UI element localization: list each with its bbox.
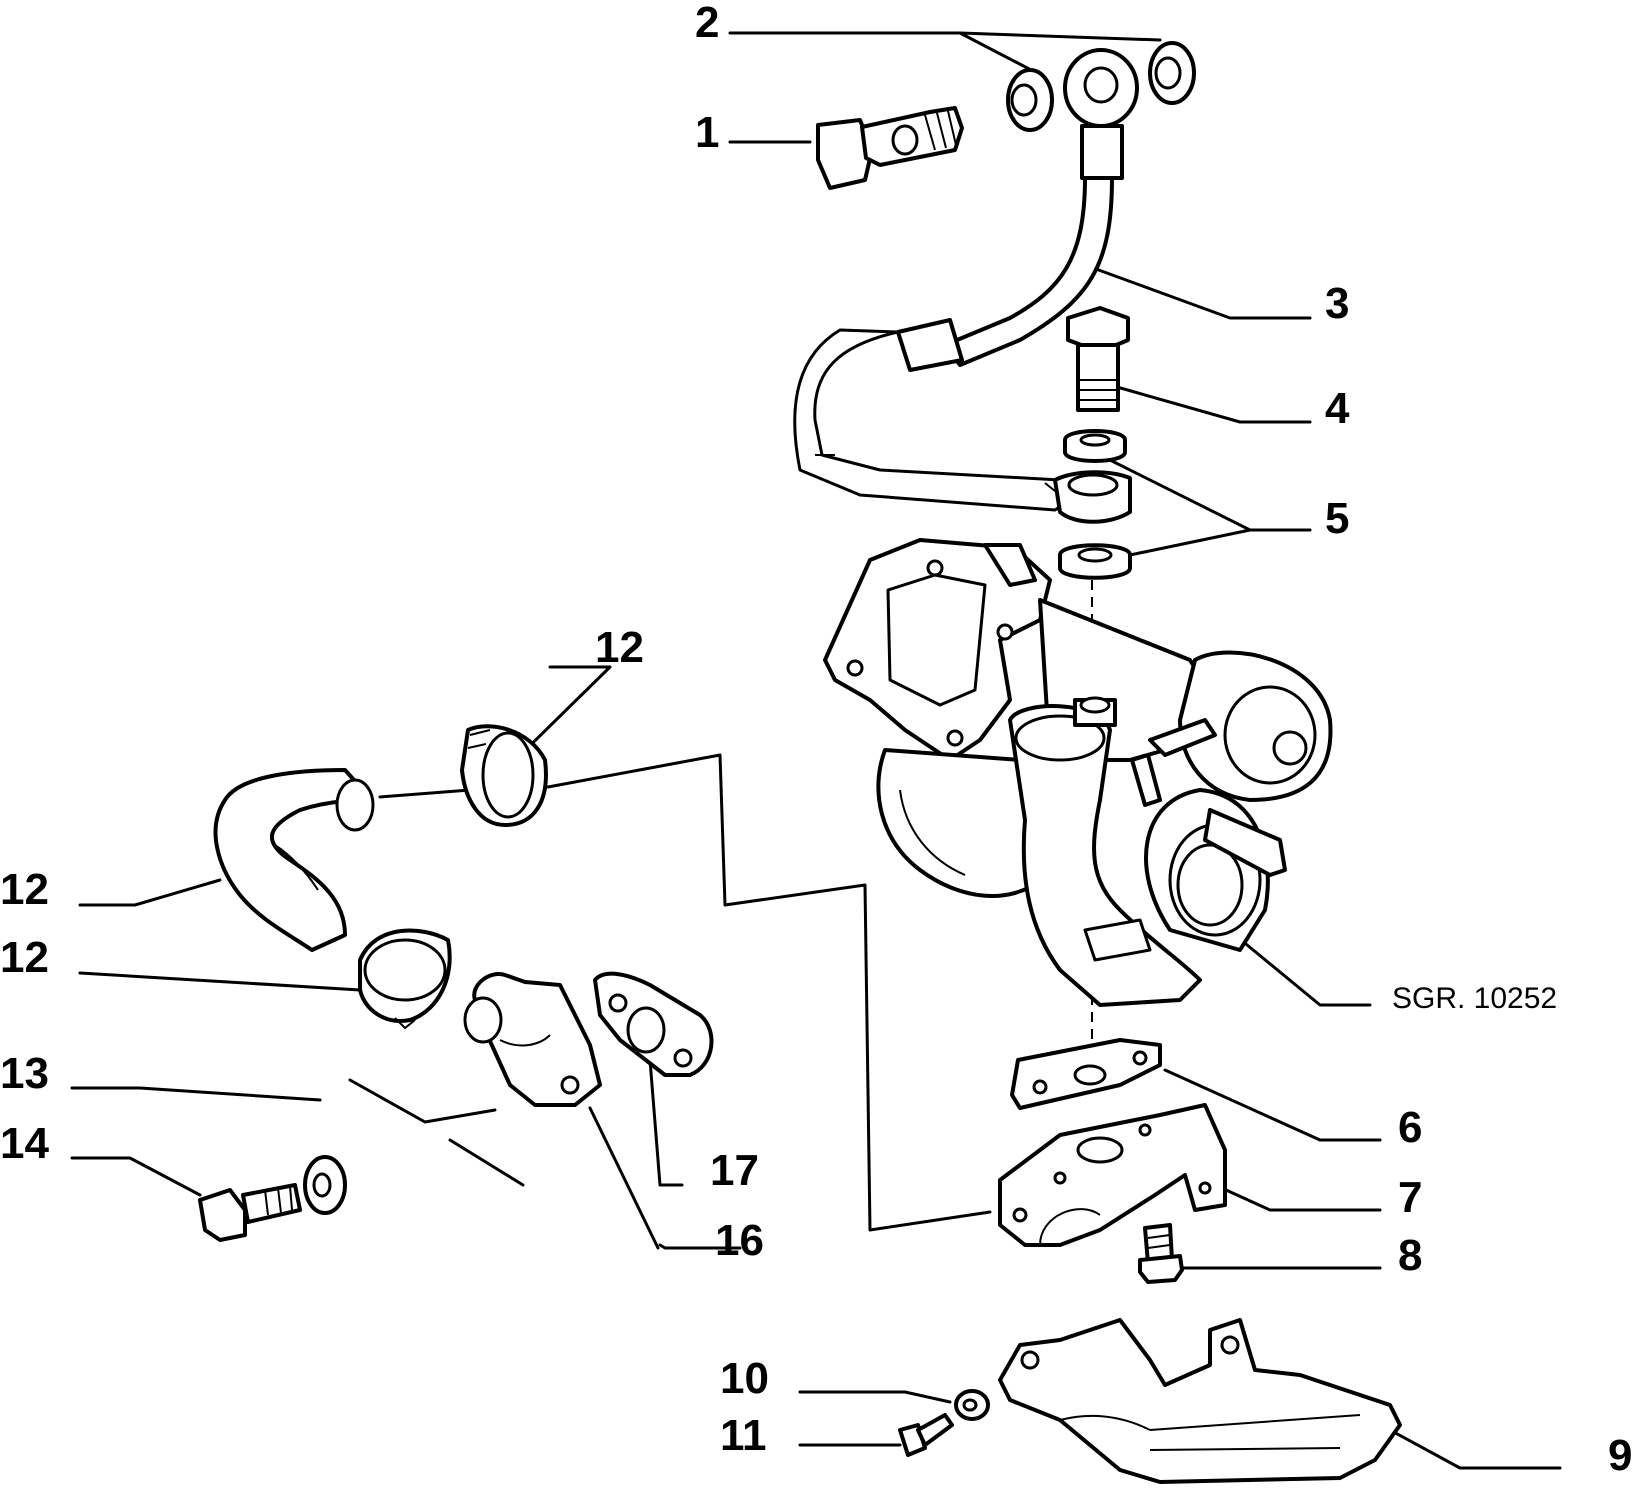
callout-3: 3: [1325, 279, 1349, 328]
flange-gasket: [1010, 1038, 1162, 1110]
callout-13: 12: [0, 865, 49, 914]
hose-clamp-upper: [460, 724, 548, 827]
callout-10: 10: [720, 1354, 769, 1403]
hose-clamp-lower: [358, 928, 452, 1030]
oil-feed-pipe: [793, 48, 1139, 524]
callout-11: 11: [720, 1411, 767, 1460]
sealing-washers-mid: [1058, 429, 1132, 580]
callout-2: 2: [695, 0, 719, 47]
oil-return-flange: [463, 972, 602, 1107]
shield-screw: [898, 1413, 954, 1457]
small-washer: [954, 1389, 990, 1421]
callout-14: 13: [0, 1049, 49, 1098]
callout-4: 4: [1325, 384, 1350, 433]
callout-12-upper: 12: [595, 623, 644, 672]
callout-7: 7: [1398, 1173, 1422, 1222]
callout-16: 16: [715, 1216, 764, 1265]
oil-return-gasket: [593, 971, 714, 1077]
callout-15: 14: [0, 1119, 49, 1168]
oil-return-hose: [213, 768, 375, 952]
callout-8: 8: [1398, 1231, 1422, 1280]
leader-lines: [70, 31, 1562, 1470]
heat-shield: [998, 1318, 1402, 1484]
sealing-washers-top: [1006, 41, 1196, 132]
callout-6: 6: [1398, 1103, 1422, 1152]
callout-17: 17: [710, 1146, 759, 1195]
flat-washer: [303, 1155, 347, 1215]
bracket-screw: [1138, 1223, 1184, 1284]
drawing-reference: SGR. 10252: [1392, 982, 1557, 1015]
union-bolt: [1066, 306, 1130, 412]
turbocharger: [823, 538, 1333, 1007]
callout-9: 9: [1608, 1431, 1632, 1480]
oil-drain-bracket: [998, 1103, 1227, 1247]
hex-bolt: [198, 1183, 302, 1242]
banjo-bolt: [816, 106, 964, 190]
callout-5: 5: [1325, 494, 1349, 543]
callout-1: 1: [695, 108, 719, 157]
callout-12-lower-label: 12: [0, 933, 49, 982]
